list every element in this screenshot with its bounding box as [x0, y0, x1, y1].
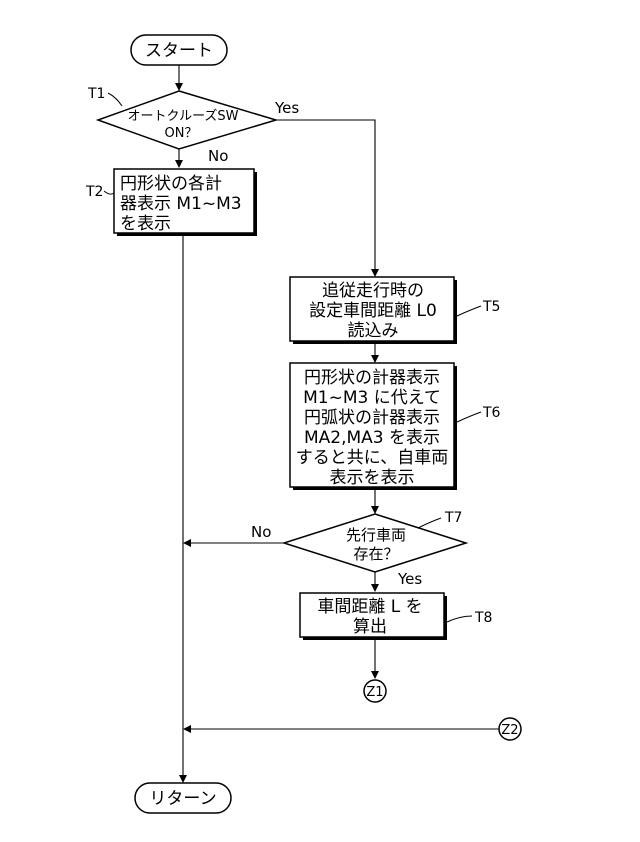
t8-tag: T8 — [474, 610, 492, 626]
t6-tag: T6 — [482, 405, 501, 421]
t1-yes-label: Yes — [274, 99, 299, 117]
t6-line-1: 円形状の計器表示 — [304, 368, 440, 388]
process-t2: 円形状の各計 器表示 M1~M3 を表示 T2 — [85, 168, 257, 236]
t2-leader — [103, 190, 115, 195]
start-terminal: スタート — [130, 34, 228, 66]
start-label: スタート — [145, 41, 213, 61]
t7-tag: T7 — [444, 510, 462, 526]
t6-line-6: 表示を表示 — [330, 468, 415, 488]
t5-line-2: 設定車間距離 L0 — [309, 301, 437, 321]
t2-tag: T2 — [85, 184, 103, 200]
t7-leader — [417, 517, 442, 529]
t1-line-1: オートクルーズSW — [127, 108, 238, 124]
t5-tag: T5 — [482, 299, 500, 315]
t1-line-2: ON？ — [165, 126, 198, 141]
t6-line-3: 円弧状の計器表示 — [304, 408, 440, 428]
t7-yes-label: Yes — [397, 570, 422, 588]
return-label: リターン — [149, 789, 216, 809]
t2-line-2: 器表示 M1~M3 — [120, 194, 242, 214]
t8-line-1: 車間距離 L を — [317, 597, 422, 617]
t2-line-1: 円形状の各計 — [120, 174, 222, 194]
t7-line-1: 先行車両 — [346, 526, 406, 544]
t5-leader — [456, 305, 482, 317]
t5-line-3: 読込み — [348, 321, 399, 341]
connector-t1-yes-t5 — [276, 119, 379, 277]
t1-leader — [107, 92, 123, 107]
t8-leader — [446, 615, 473, 623]
process-t6: 円形状の計器表示 M1~M3 に代えて 円弧状の計器表示 MA2,MA3 を表示… — [289, 362, 501, 490]
z1-label: Z1 — [366, 685, 383, 700]
t8-line-2: 算出 — [353, 617, 387, 637]
t1-no-label: No — [208, 147, 228, 165]
process-t5: 追従走行時の 設定車間距離 L0 読込み T5 — [289, 276, 500, 344]
process-t8: 車間距離 L を 算出 T8 — [299, 592, 492, 640]
t6-line-4: MA2,MA3 を表示 — [304, 428, 440, 448]
t6-line-5: すると共に、自車両 — [296, 448, 449, 468]
connector-z1: Z1 — [363, 679, 387, 703]
connector-z2: Z2 — [498, 717, 522, 741]
t2-line-3: を表示 — [120, 214, 171, 234]
t7-no-label: No — [251, 523, 271, 541]
decision-t1: オートクルーズSW ON？ T1 Yes No — [87, 86, 299, 165]
return-terminal: リターン — [134, 782, 232, 814]
t5-line-1: 追従走行時の — [322, 281, 424, 301]
t6-leader — [456, 411, 482, 423]
t7-line-2: 存在？ — [353, 545, 398, 563]
t6-line-2: M1~M3 に代えて — [303, 388, 441, 408]
t1-tag: T1 — [87, 86, 105, 102]
z2-label: Z2 — [501, 723, 518, 738]
decision-t7: 先行車両 存在？ T7 No Yes — [251, 510, 469, 588]
